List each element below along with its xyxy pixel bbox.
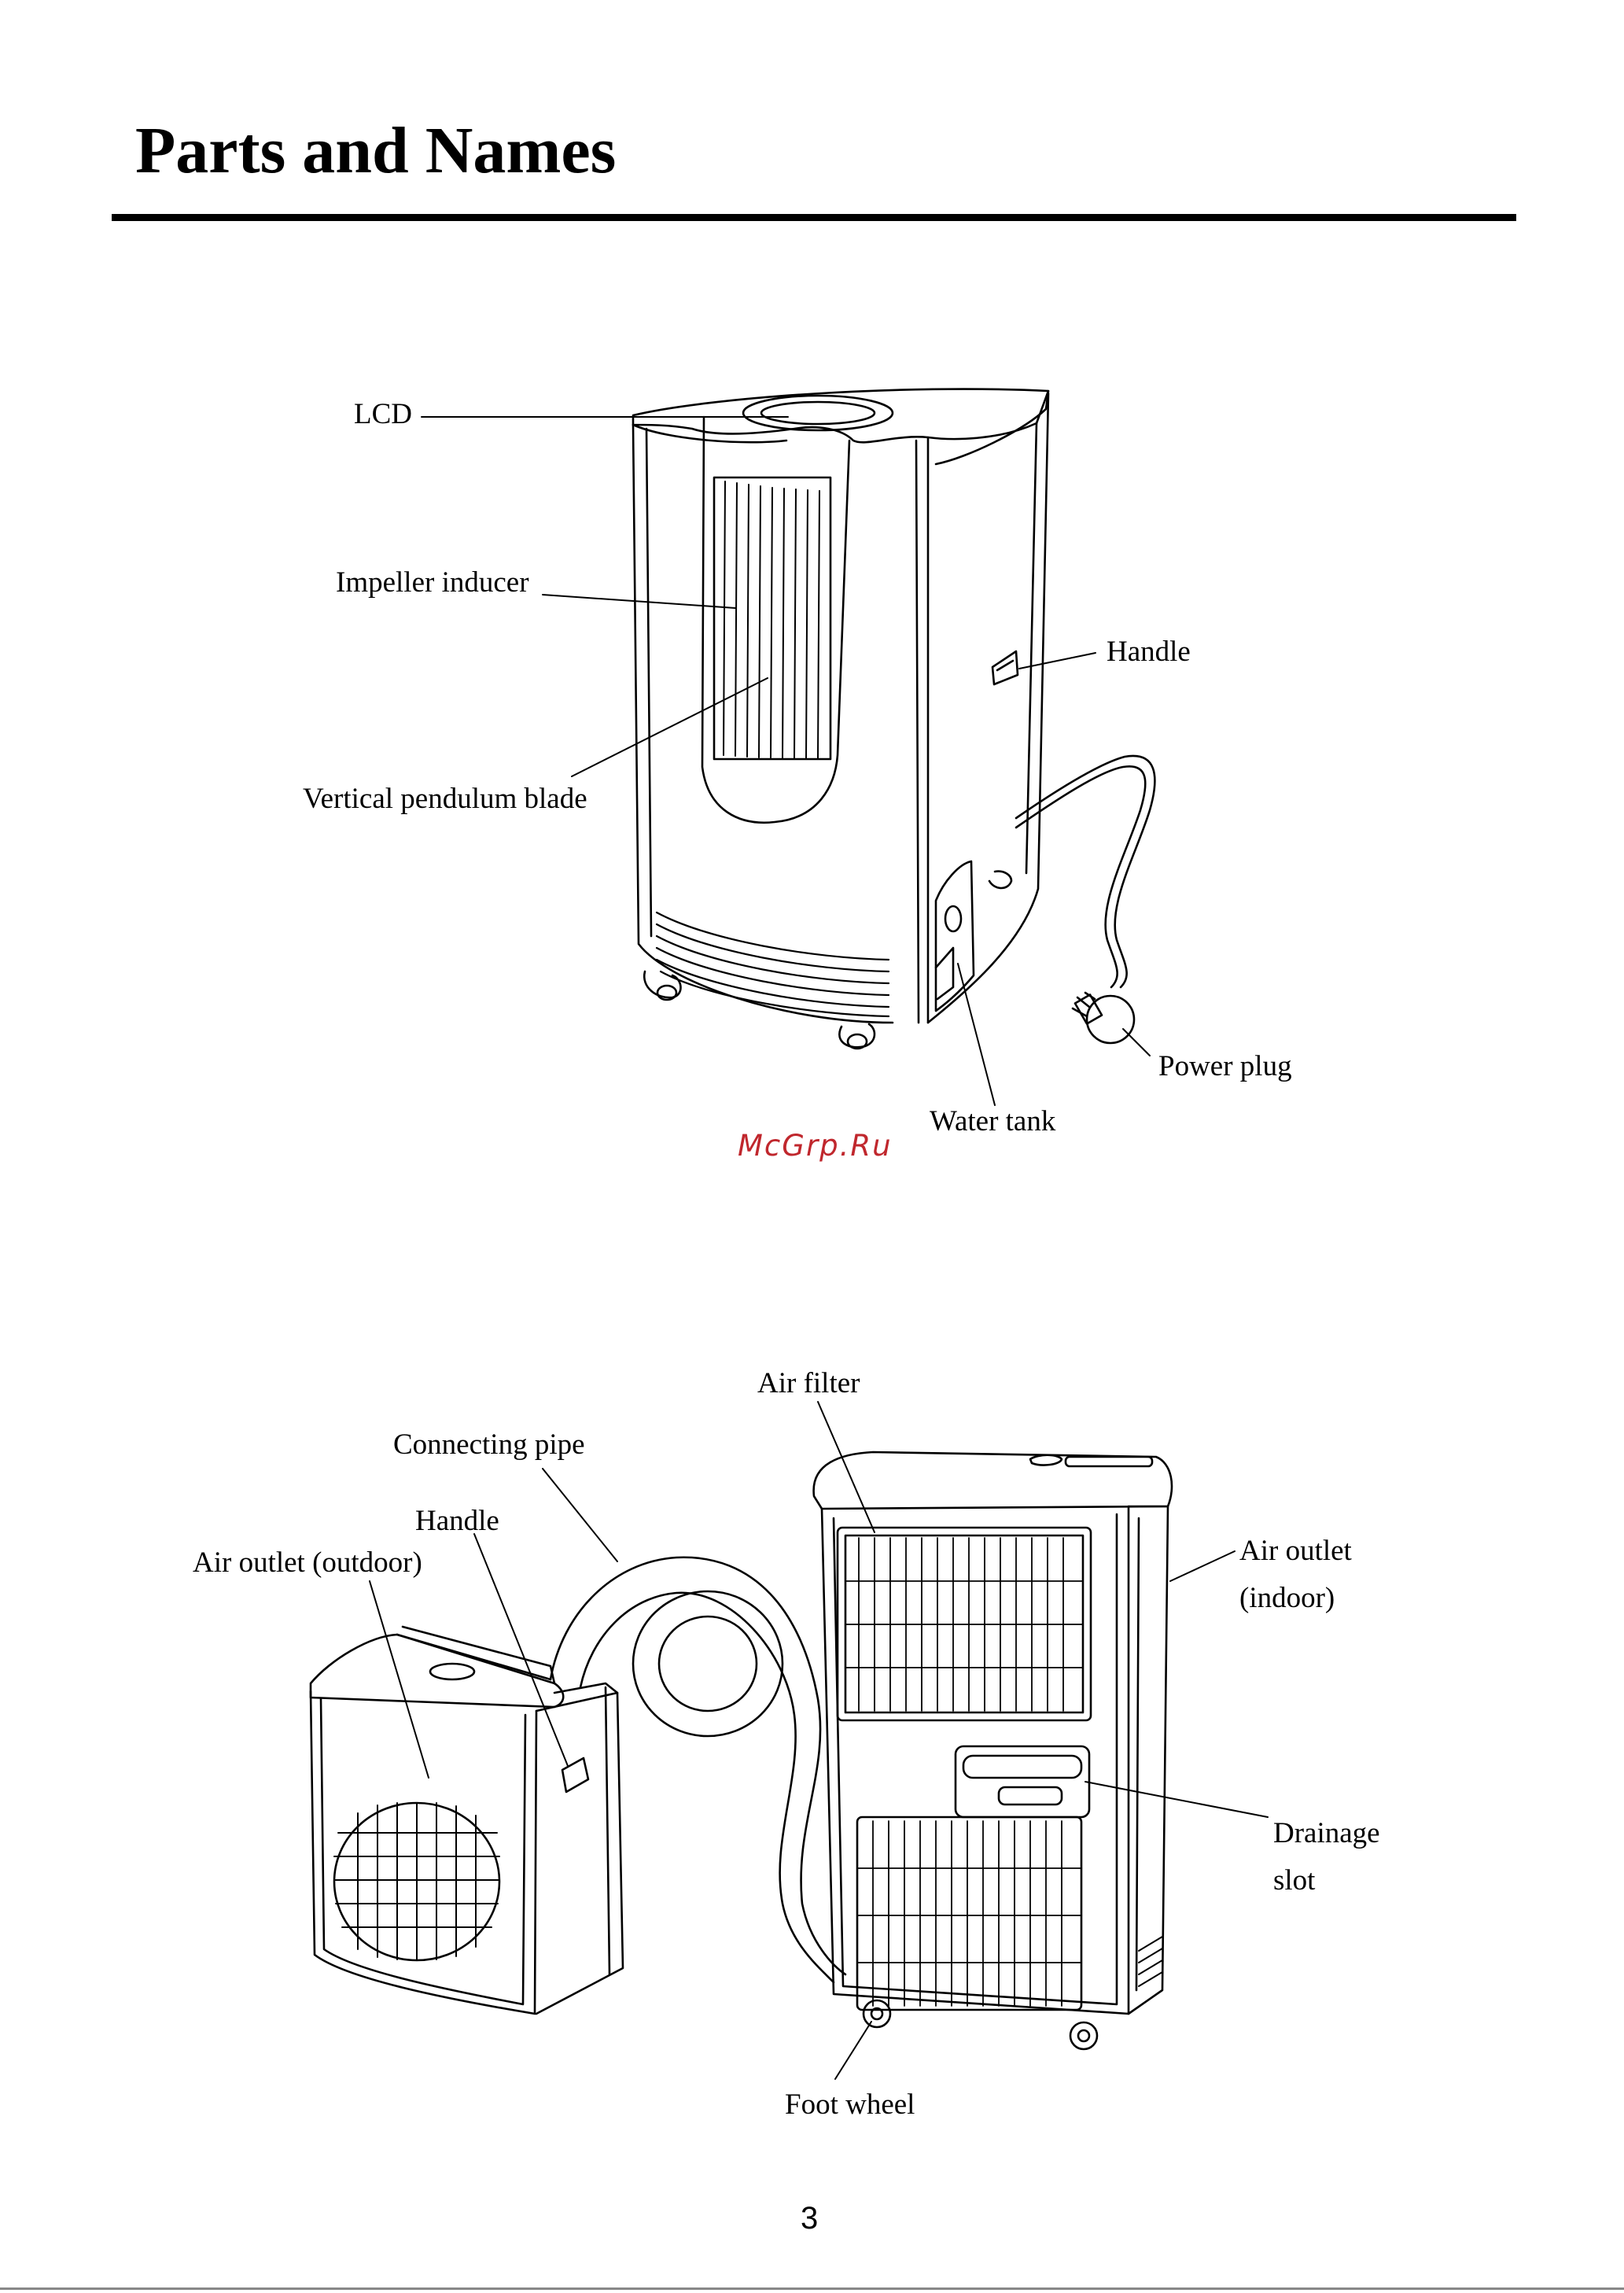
label-air-outlet-indoor-line2: (indoor) — [1239, 1583, 1335, 1613]
drainage-slot-panel — [956, 1746, 1089, 1817]
pipe-coil — [633, 1591, 783, 1736]
page-number: 3 — [801, 2203, 818, 2234]
outdoor-unit-front — [311, 1691, 536, 2014]
foot-wheel-left — [864, 2000, 890, 2027]
indoor-unit-top — [814, 1452, 1172, 1509]
label-foot-wheel: Foot wheel — [785, 2090, 915, 2119]
foot-wheel-right — [1070, 2022, 1097, 2049]
lower-grille — [857, 1817, 1081, 2010]
label-connecting-pipe: Connecting pipe — [393, 1430, 585, 1459]
lower-grille-mesh — [857, 1821, 1081, 2006]
air-filter-mesh — [845, 1538, 1083, 1711]
label-handle-bottom: Handle — [415, 1506, 499, 1535]
drainage-slot — [963, 1756, 1081, 1778]
side-vents — [1139, 1937, 1162, 1986]
connecting-pipe — [551, 1558, 845, 1974]
label-drainage-slot-line1: Drainage — [1273, 1819, 1380, 1848]
label-air-filter: Air filter — [757, 1369, 860, 1398]
label-air-outlet-outdoor: Air outlet (outdoor) — [193, 1548, 422, 1577]
label-drainage-slot-line2: slot — [1273, 1866, 1315, 1895]
label-air-outlet-indoor-line1: Air outlet — [1239, 1536, 1352, 1565]
page-bottom-edge — [0, 2287, 1624, 2290]
